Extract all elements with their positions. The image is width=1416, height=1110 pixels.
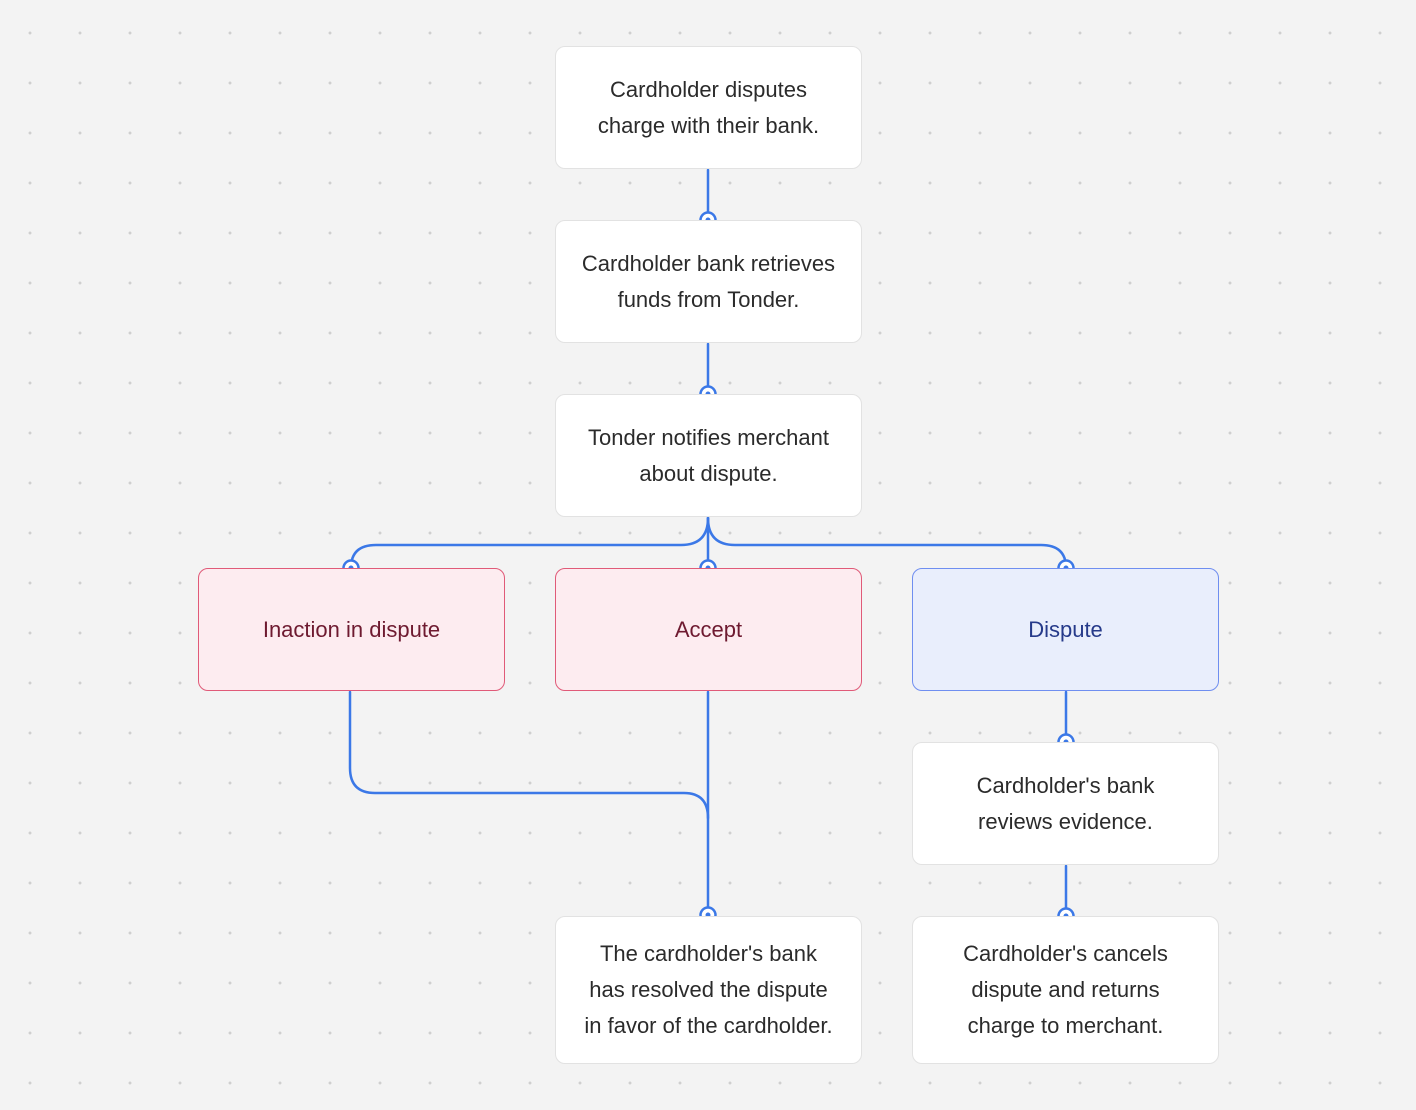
- node-resolved-for-cardholder-label: The cardholder's bank has resolved the d…: [584, 941, 833, 1038]
- node-funds-retrieved: Cardholder bank retrieves funds from Ton…: [555, 220, 862, 343]
- node-dispute-cancelled-label: Cardholder's cancels dispute and returns…: [963, 941, 1168, 1038]
- node-dispute-filed-label: Cardholder disputes charge with their ba…: [597, 76, 820, 138]
- connector-merchant-notified-to-dispute: [706, 516, 1068, 570]
- node-funds-retrieved-label: Cardholder bank retrieves funds from Ton…: [581, 250, 836, 312]
- node-merchant-notified-label: Tonder notifies merchant about dispute.: [588, 424, 829, 486]
- node-bank-reviews: Cardholder's bank reviews evidence.: [912, 742, 1219, 865]
- node-resolved-for-cardholder: The cardholder's bank has resolved the d…: [555, 916, 862, 1064]
- node-dispute: Dispute: [912, 568, 1219, 691]
- node-dispute-cancelled: Cardholder's cancels dispute and returns…: [912, 916, 1219, 1064]
- node-accept: Accept: [555, 568, 862, 691]
- connector-merchant-notified-to-inaction: [349, 516, 710, 570]
- node-dispute-filed: Cardholder disputes charge with their ba…: [555, 46, 862, 169]
- node-inaction: Inaction in dispute: [198, 568, 505, 691]
- node-dispute-label: Dispute: [1028, 616, 1103, 642]
- node-accept-label: Accept: [674, 616, 743, 642]
- node-bank-reviews-label: Cardholder's bank reviews evidence.: [976, 772, 1155, 834]
- node-merchant-notified: Tonder notifies merchant about dispute.: [555, 394, 862, 517]
- connector-inaction-to-resolved: [348, 690, 710, 820]
- node-inaction-label: Inaction in dispute: [262, 616, 441, 642]
